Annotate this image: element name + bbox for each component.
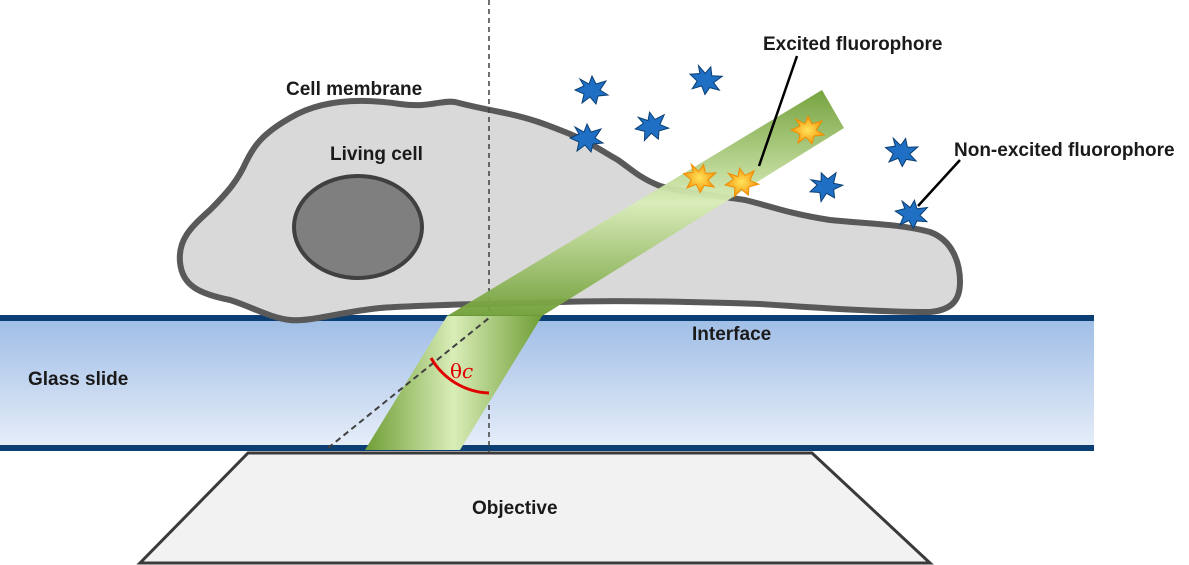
label-living-cell: Living cell [330, 144, 423, 165]
label-non-excited-fluorophore: Non-excited fluorophore [954, 140, 1175, 161]
excited-leader-line [757, 55, 799, 167]
orange-burst-icon [682, 162, 718, 194]
excited-fluorophore-group [682, 114, 826, 198]
orange-burst-icon [789, 114, 826, 146]
non-excited-leader-line [917, 159, 961, 207]
transmitted-beam [447, 90, 844, 316]
cell-nucleus [292, 174, 424, 280]
non-excited-fluorophore-group [568, 63, 929, 230]
glass-slide-bottom-edge [0, 445, 1094, 451]
glass-slide [0, 318, 1094, 450]
blue-burst-icon [573, 74, 610, 106]
theta-subscript: c [462, 359, 473, 383]
incidence-line [327, 317, 490, 449]
label-objective: Objective [472, 498, 558, 519]
blue-burst-icon [568, 122, 605, 154]
label-cell-membrane: Cell membrane [286, 79, 422, 100]
blue-burst-icon [634, 110, 671, 142]
label-interface: Interface [692, 324, 771, 345]
blue-burst-icon [884, 136, 920, 168]
blue-burst-icon [894, 198, 929, 230]
blue-burst-icon [808, 171, 845, 204]
orange-burst-icon [724, 166, 761, 198]
label-glass-slide: Glass slide [28, 369, 128, 390]
label-excited-fluorophore: Excited fluorophore [763, 34, 942, 55]
theta-symbol: θ [450, 359, 462, 383]
glass-slide-top-edge [0, 315, 1094, 321]
label-critical-angle: θc [450, 359, 473, 383]
blue-burst-icon [688, 63, 724, 96]
critical-angle-arc [429, 357, 490, 395]
objective-lens [136, 451, 934, 565]
